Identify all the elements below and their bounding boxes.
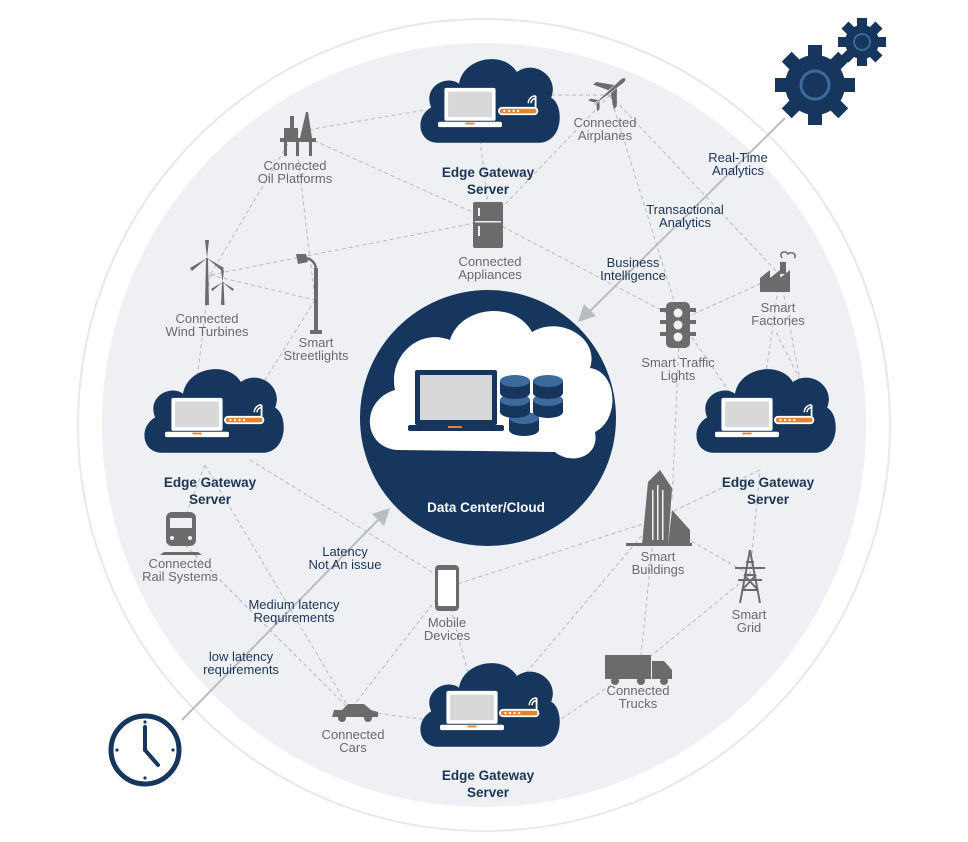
power-tower-icon xyxy=(735,549,765,604)
airplane-icon xyxy=(588,78,626,112)
oil-platform-icon xyxy=(280,112,316,156)
skyscraper-icon xyxy=(626,470,692,546)
analytics-arrow-head xyxy=(578,304,596,322)
gears-icon xyxy=(775,18,886,125)
data-center-label: Data Center/Cloud xyxy=(427,500,545,515)
database-icon xyxy=(500,375,563,436)
traffic-light-icon xyxy=(660,302,696,348)
wind-turbine-icon xyxy=(190,240,234,305)
car-icon xyxy=(332,704,378,722)
refrigerator-icon xyxy=(473,202,503,248)
latency-arrow-line xyxy=(181,515,383,721)
train-icon xyxy=(160,512,202,555)
data-center-node xyxy=(360,290,616,546)
latency-arrow-head xyxy=(372,508,390,526)
clock-icon xyxy=(108,713,182,787)
smartphone-icon xyxy=(435,565,459,611)
truck-icon xyxy=(605,655,672,685)
streetlight-icon xyxy=(296,254,322,334)
factory-icon xyxy=(760,251,797,292)
analytics-arrow-line xyxy=(587,117,786,314)
